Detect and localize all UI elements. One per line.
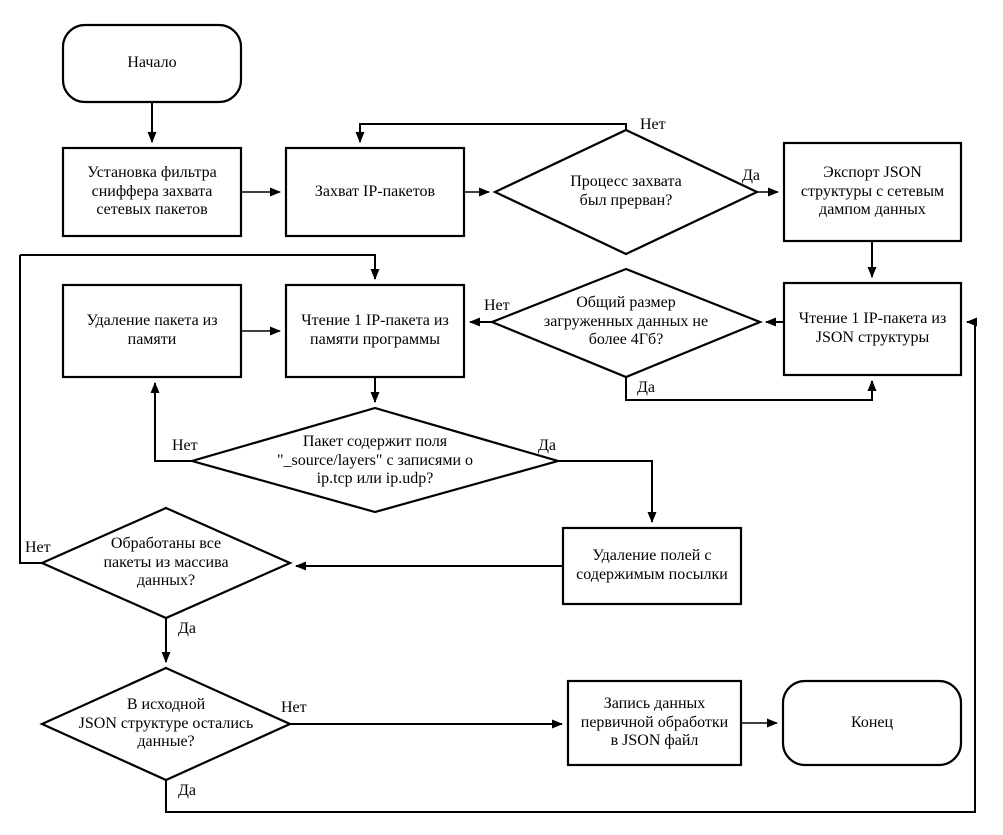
node-shape-capture: [284, 146, 466, 238]
node-shape-size-check: [489, 267, 763, 379]
edge-capture-stop-no-loop: [355, 123, 627, 143]
node-shape-delete-fields: [561, 526, 743, 606]
edge-has-layers-yes-to-delete-fields: [558, 460, 657, 523]
node-shape-json-has-data: [39, 666, 293, 782]
edge-size-check-yes-to-read-json: [625, 377, 877, 401]
edge-json-has-data-yes-to-read-json: [165, 317, 977, 813]
node-shape-capture-stop: [492, 128, 760, 256]
node-shape-read-memory: [284, 283, 466, 379]
node-shape-write-json: [566, 679, 743, 767]
node-shape-read-json: [782, 281, 963, 377]
node-shape-all-processed: [39, 506, 293, 620]
node-shape-delete-packet: [61, 283, 243, 379]
edge-left-rail-to-read-memory: [20, 254, 380, 280]
node-shape-start: [61, 23, 243, 104]
node-shape-export-json: [782, 141, 963, 243]
edge-all-processed-no-to-left-rail: [19, 255, 42, 564]
edge-has-layers-no-to-delete-packet: [150, 382, 192, 462]
node-shape-end: [781, 679, 963, 767]
node-shape-set-filter: [61, 146, 243, 238]
node-shape-has-layers: [187, 406, 563, 514]
